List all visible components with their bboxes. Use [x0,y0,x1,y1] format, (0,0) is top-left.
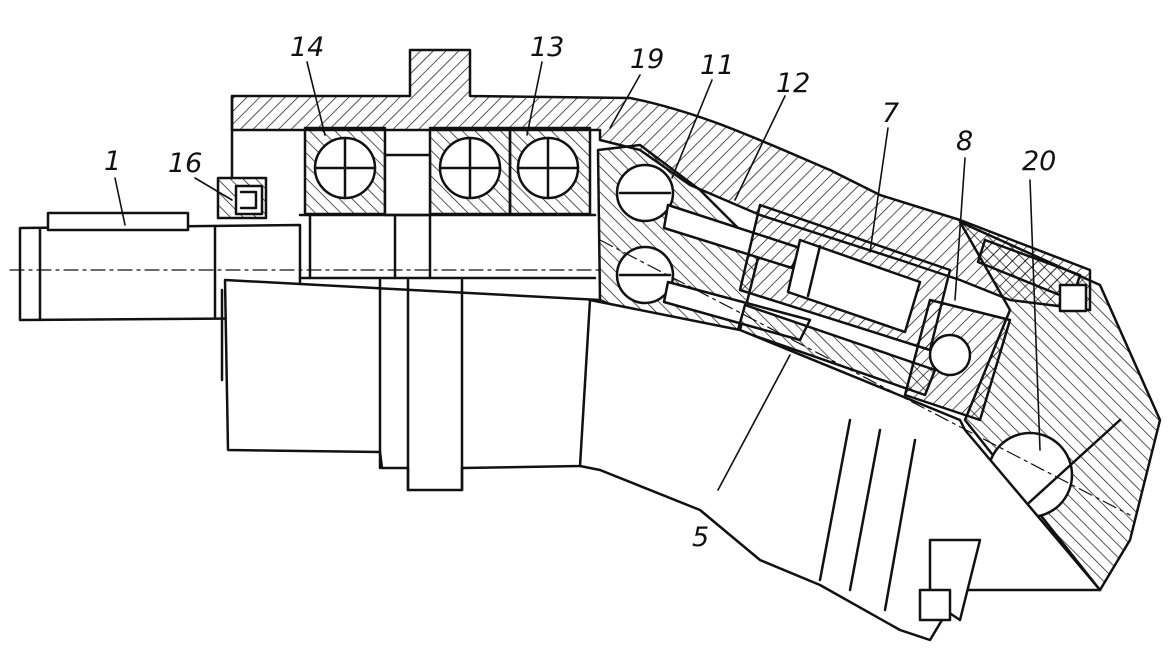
callout-13: 13 [530,32,565,63]
callout-20: 20 [1022,146,1057,177]
callout-5: 5 [692,522,710,553]
callout-8: 8 [956,126,974,157]
callout-16: 16 [168,148,203,179]
front-housing-lower [220,278,602,492]
callout-11: 11 [700,50,735,81]
shaft-seal [216,176,268,220]
axis-lines [9,239,1131,516]
callout-14: 14 [290,32,325,63]
leader-lines [114,61,1041,491]
callout-19: 19 [630,44,665,75]
housing-lower-angled [578,298,1102,642]
cylinder-block [738,203,952,352]
callout-12: 12 [776,68,811,99]
drive-flange [596,143,762,342]
callout-7: 7 [882,98,900,129]
bearing-set [298,126,597,280]
callout-1: 1 [104,146,122,177]
